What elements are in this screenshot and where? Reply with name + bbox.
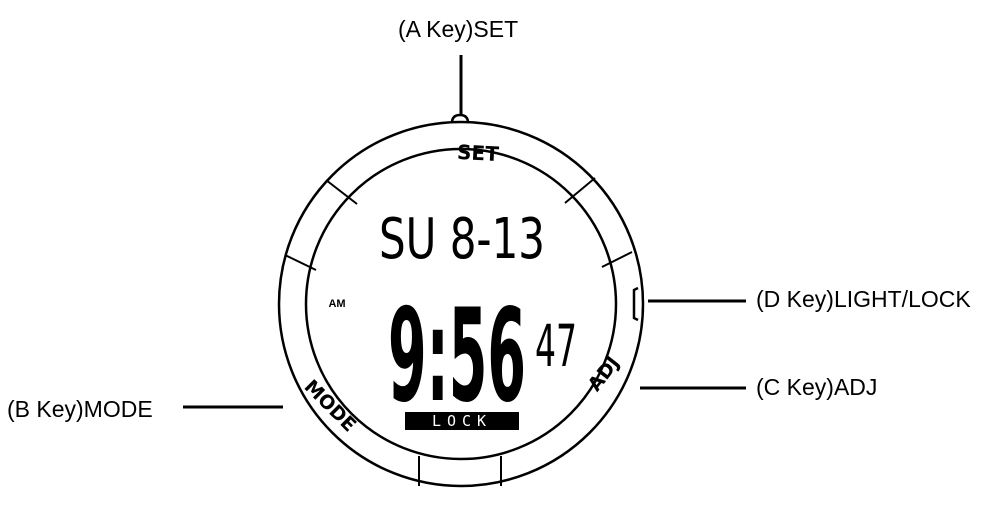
lcd-time: 9:56 xyxy=(388,282,526,431)
lock-indicator-box xyxy=(405,412,519,430)
callout-light-lock-key: (D Key)LIGHT/LOCK xyxy=(756,286,971,312)
watch-face: SET MODE ADJ SU 8-13 AM 9:56 47 LOCK xyxy=(277,113,645,488)
lock-indicator-label: LOCK xyxy=(432,412,492,430)
bezel-divider xyxy=(325,179,358,205)
inner-ring xyxy=(304,147,618,461)
callout-adj-key: (C Key)ADJ xyxy=(756,374,878,400)
callout-mode-key: (B Key)MODE xyxy=(7,396,153,422)
lcd-day-date: SU 8-13 xyxy=(379,207,545,272)
bezel-label-set: SET xyxy=(457,140,500,166)
bezel-divider xyxy=(601,251,633,268)
bezel-divider xyxy=(284,254,317,271)
lcd-seconds: 47 xyxy=(535,312,577,380)
light-lock-pusher xyxy=(632,286,639,322)
callout-set-key: (A Key)SET xyxy=(398,16,519,42)
bezel-divider xyxy=(564,177,596,204)
lcd-am-indicator: AM xyxy=(328,298,345,310)
